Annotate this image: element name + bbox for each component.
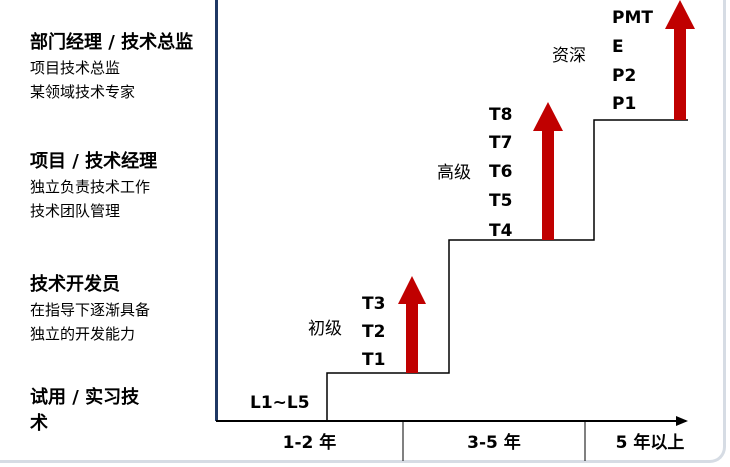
step-category-expert: 资深 [552, 46, 586, 66]
level-title: 试用 / 实习技 [30, 387, 140, 408]
grade-label: PMT [612, 8, 653, 28]
grade-label: T2 [362, 322, 386, 342]
grade-label: T7 [489, 133, 513, 153]
level-desc: 独立的开发能力 [30, 325, 136, 343]
grade-label: T3 [362, 294, 386, 314]
level-developer: 技术开发员 在指导下逐渐具备 独立的开发能力 [30, 272, 150, 346]
level-title: 项目 / 技术经理 [30, 151, 158, 172]
level-title: 技术开发员 [30, 274, 120, 295]
level-desc: 独立负责技术工作 [30, 178, 151, 196]
level-desc: 某领域技术专家 [30, 83, 136, 101]
level-manager: 项目 / 技术经理 独立负责技术工作 技术团队管理 [30, 149, 157, 223]
x-axis-label: 1-2 年 [282, 433, 337, 453]
promotion-arrow-junior [398, 276, 426, 373]
grade-label: T1 [362, 350, 386, 370]
step-category-senior: 高级 [437, 163, 471, 183]
grade-label: T5 [489, 191, 513, 211]
level-trainee: 试用 / 实习技 术 [30, 385, 139, 437]
level-desc: 在指导下逐渐具备 [30, 301, 151, 319]
level-title: 部门经理 / 技术总监 [30, 32, 194, 53]
level-desc: 项目技术总监 [30, 59, 121, 77]
level-desc: 技术团队管理 [30, 202, 121, 220]
grade-label: T6 [489, 162, 513, 182]
grade-label: E [612, 37, 624, 57]
grade-label: L1~L5 [250, 393, 310, 413]
x-axis-label: 3-5 年 [467, 433, 521, 453]
level-title-wrap: 术 [30, 413, 48, 434]
grade-label: T8 [489, 105, 513, 125]
level-director: 部门经理 / 技术总监 项目技术总监 某领域技术专家 [30, 30, 193, 104]
grade-label: T4 [489, 221, 513, 241]
grade-label: P1 [612, 94, 637, 114]
grade-label: P2 [612, 66, 637, 86]
career-steps-line [326, 119, 688, 421]
step-category-junior: 初级 [308, 319, 342, 339]
promotion-arrow-senior [533, 102, 563, 240]
promotion-arrow-expert [665, 0, 695, 120]
x-axis-label: 5 年以上 [615, 433, 685, 453]
